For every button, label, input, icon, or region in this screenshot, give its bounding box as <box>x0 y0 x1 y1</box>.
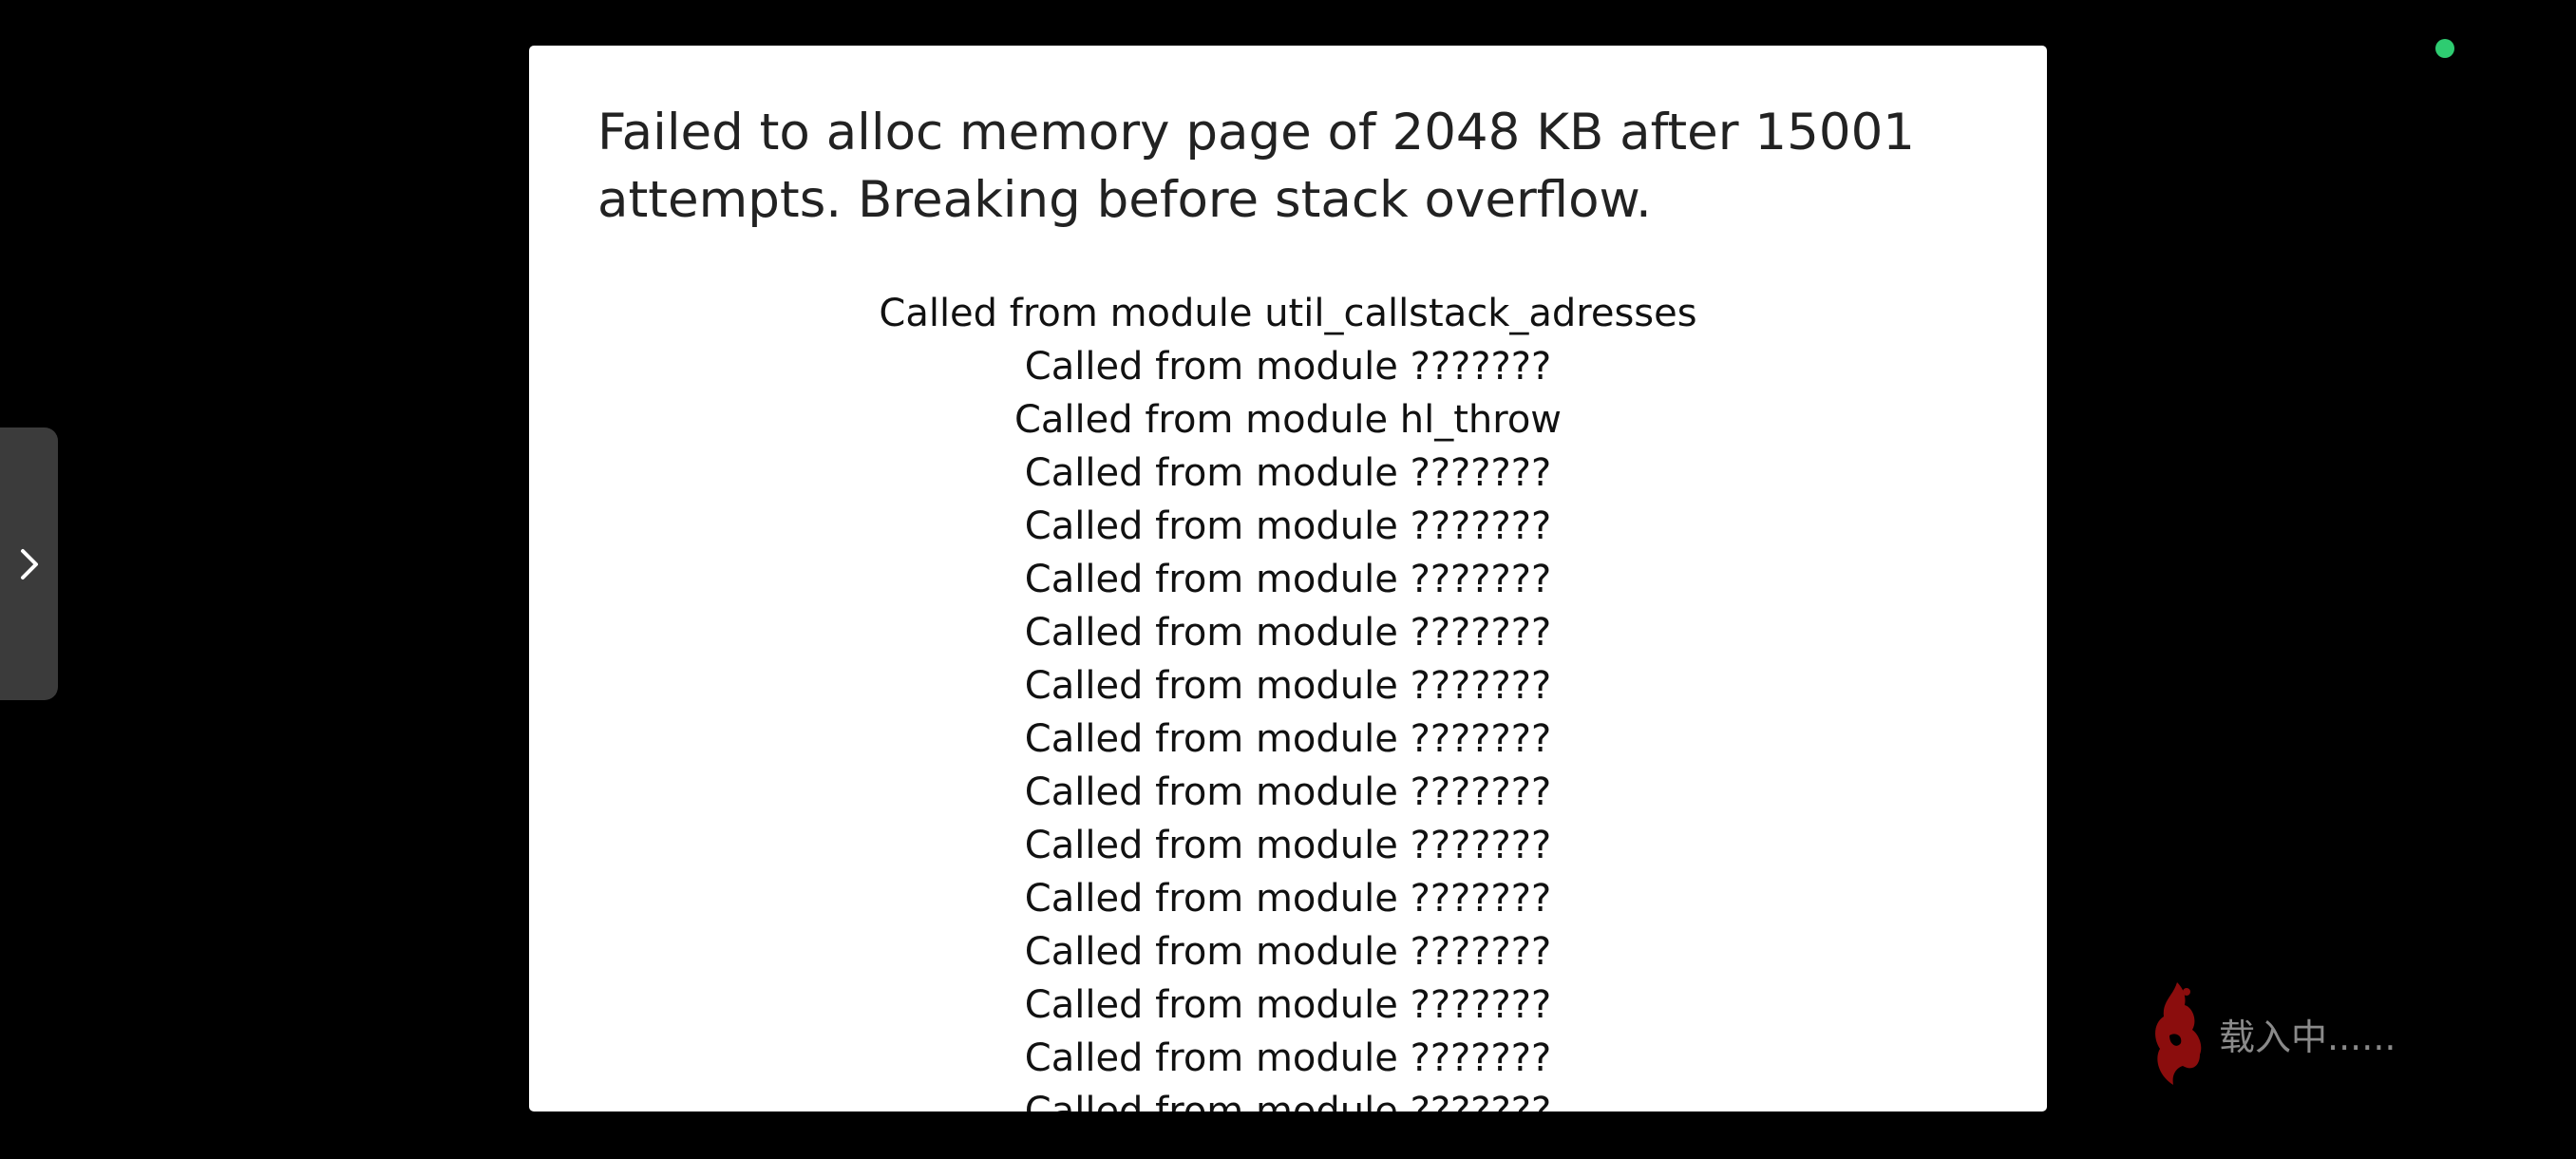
loading-indicator: 载入中...... <box>2149 977 2396 1091</box>
callstack-row: Called from module ??????? <box>1024 983 1552 1027</box>
callstack-row: Called from module ??????? <box>1024 717 1552 761</box>
callstack-row: Called from module ??????? <box>1024 664 1552 708</box>
callstack-row: Called from module ??????? <box>1024 504 1552 548</box>
callstack-row: Called from module ??????? <box>1024 451 1552 495</box>
callstack-row: Called from module ??????? <box>1024 1090 1552 1112</box>
callstack-row: Called from module ??????? <box>1024 877 1552 921</box>
error-message: Failed to alloc memory page of 2048 KB a… <box>597 104 1916 229</box>
callstack-row: Called from module ??????? <box>1024 345 1552 389</box>
callstack-row: Called from module hl_throw <box>1013 398 1563 442</box>
chevron-right-icon <box>20 548 38 580</box>
callstack-row: Called from module ??????? <box>1024 1036 1552 1080</box>
loading-text: 载入中...... <box>2219 1016 2396 1058</box>
callstack-row: Called from module ??????? <box>1024 824 1552 867</box>
callstack-row: Called from module util_callstack_adress… <box>879 292 1697 335</box>
flame-logo-icon <box>2155 982 2202 1085</box>
callstack-list[interactable]: Called from module util_callstack_adress… <box>529 287 2047 1112</box>
callstack-row: Called from module ??????? <box>1024 770 1552 814</box>
side-panel-toggle[interactable] <box>0 428 58 700</box>
callstack-row: Called from module ??????? <box>1024 611 1552 655</box>
callstack-row: Called from module ??????? <box>1024 930 1552 974</box>
error-dialog: Failed to alloc memory page of 2048 KB a… <box>529 46 2047 1112</box>
status-indicator <box>2435 39 2454 58</box>
callstack-row: Called from module ??????? <box>1024 558 1552 601</box>
